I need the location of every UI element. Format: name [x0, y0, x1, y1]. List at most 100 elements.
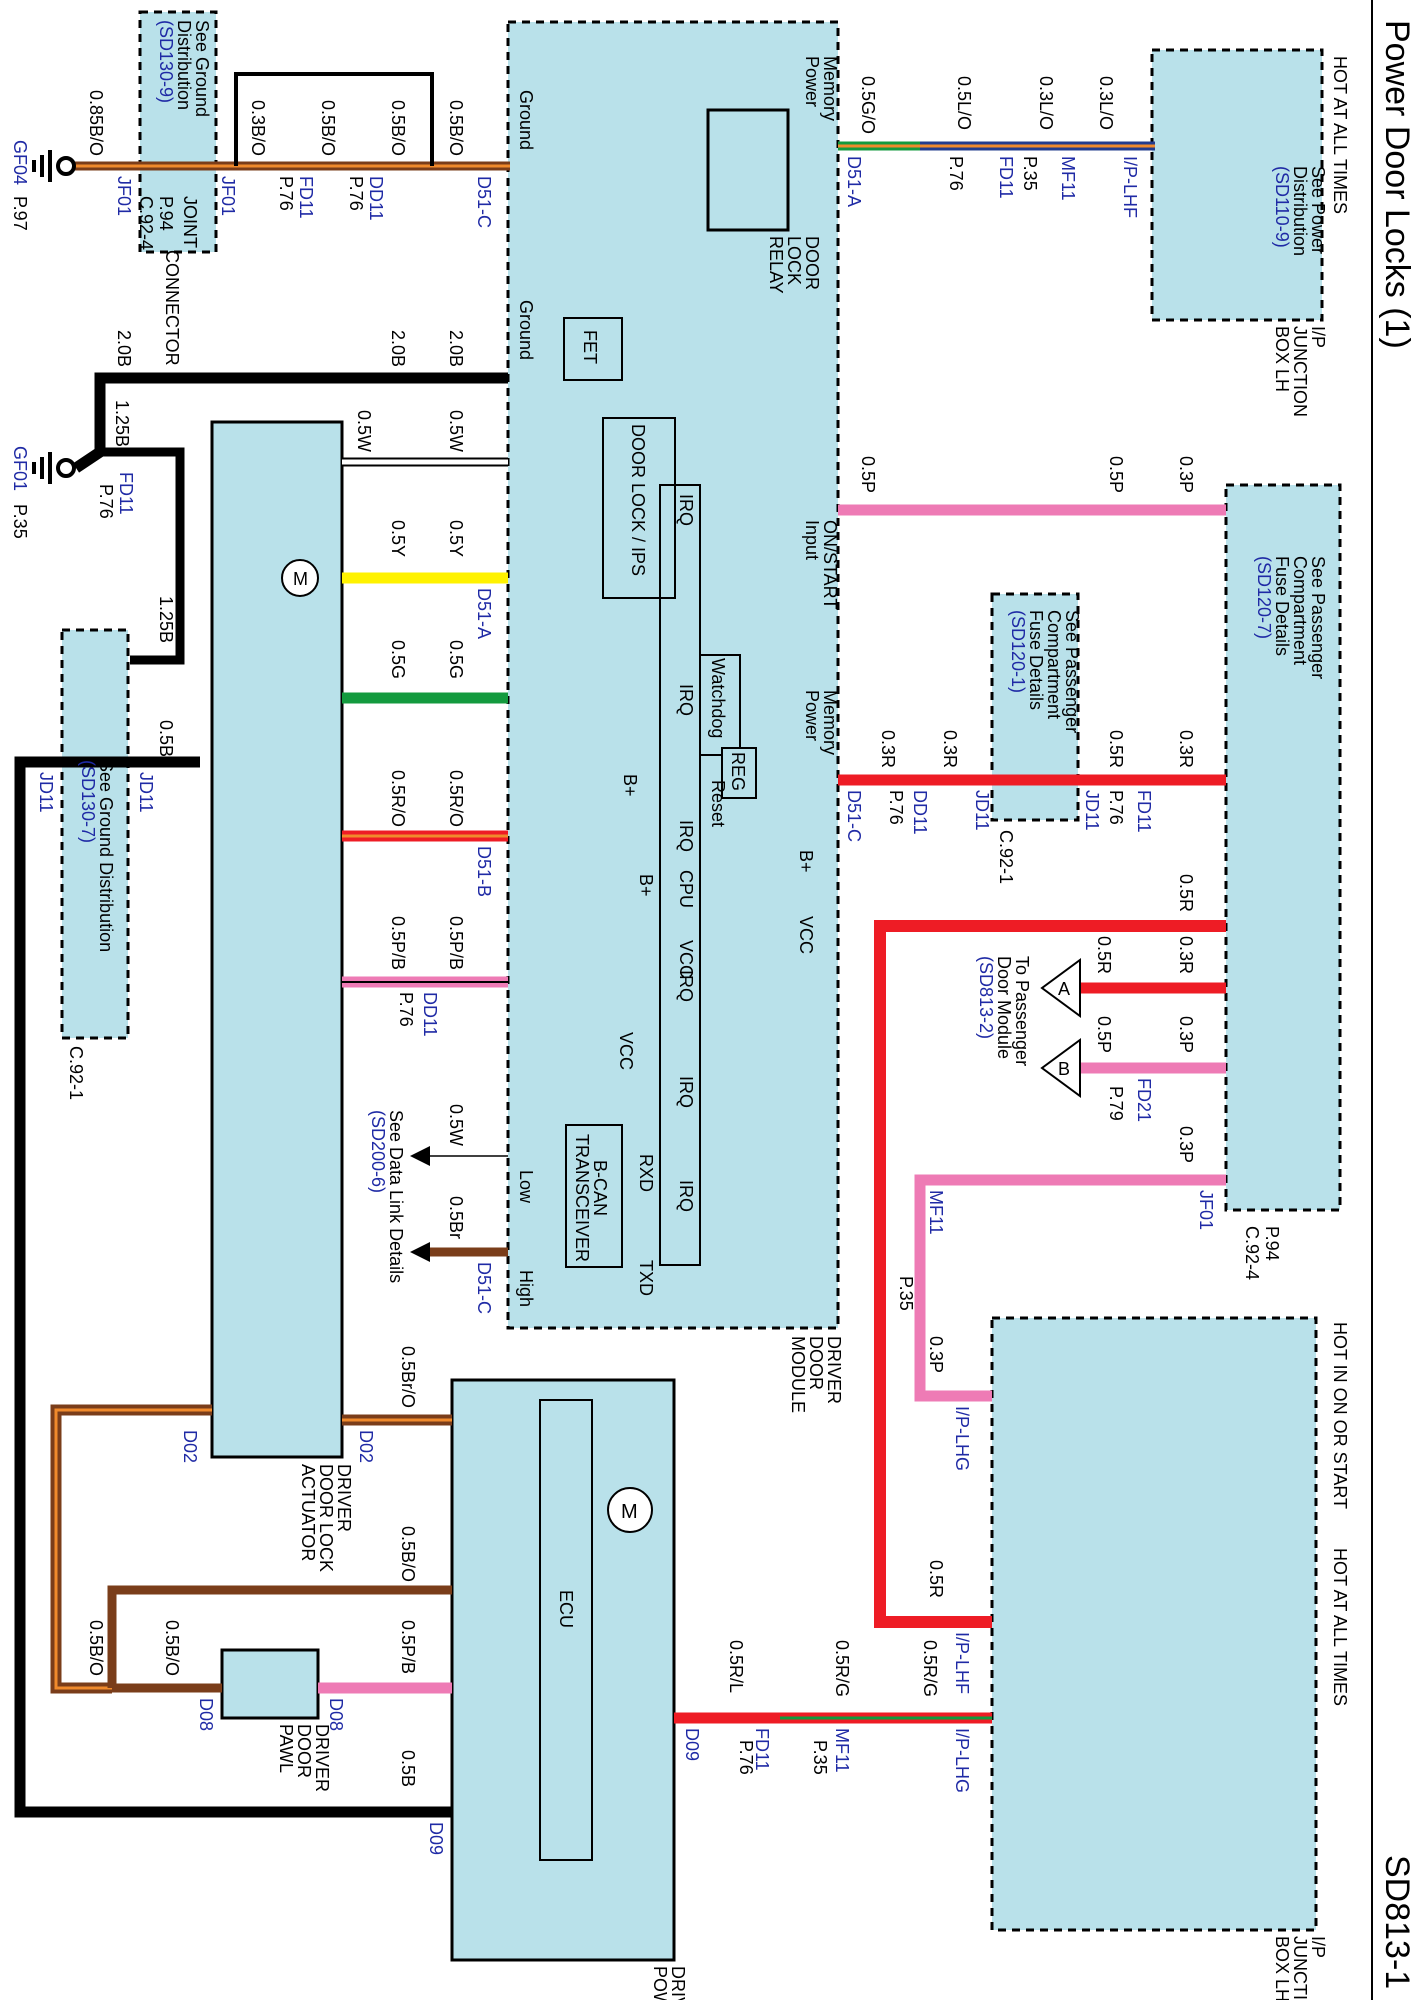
ref-p94-a: P.94 [156, 196, 176, 231]
label-reset: Reset [708, 780, 728, 827]
label-b-plus-2: B+ [796, 850, 816, 873]
ref-p76-h: P.76 [736, 1740, 756, 1775]
ref-power-dist-2: Distribution [1290, 166, 1310, 256]
conn-jf01-b: JF01 [218, 176, 238, 216]
ref-pass-fuse-1: See Passenger [1308, 556, 1328, 679]
wire-label-05W-can: 0.5W [446, 1104, 466, 1146]
label-high: High [516, 1270, 536, 1307]
arrow-a-icon: A [1040, 958, 1081, 1018]
title-driver-door-module-2: DOOR [806, 1336, 826, 1390]
conn-d51a-mid: D51-A [474, 588, 494, 639]
driver-door-module [506, 20, 840, 1330]
wire-label-05GO: 0.5G/O [858, 76, 878, 134]
wire-label-05P-b: 0.5P [1106, 456, 1126, 493]
ground-dist-box-top [138, 10, 218, 254]
wire-label-125B-a: 1.25B [112, 400, 132, 447]
conn-d51a-top: D51-A [844, 156, 864, 207]
page-code: SD813-1 [1378, 1855, 1416, 1989]
wire-label-05BO-d: 0.5B/O [398, 1526, 418, 1582]
conn-jd11-a: JD11 [136, 772, 156, 813]
title-actuator-1: DRIVER [334, 1464, 354, 1532]
conn-iplhf-a: I/P-LHF [1120, 156, 1140, 218]
conn-jf01-c: JF01 [1196, 1190, 1216, 1230]
ecu-box [539, 1399, 593, 1861]
conn-jd11-d: JD11 [1082, 790, 1102, 831]
passenger-fuse-box-right [1224, 483, 1342, 1212]
ref-data-link-2: (SD200-6) [368, 1110, 388, 1193]
wire-label-05W-a: 0.5W [354, 410, 374, 452]
title-joint-connector-1: JOINT [180, 196, 200, 248]
svg-text:B: B [1058, 1059, 1070, 1079]
ref-ground-dist-2: Distribution [174, 20, 194, 110]
ref-pass-fuse-m4: (SD120-1) [1008, 610, 1028, 693]
hot-in-on-or-start: HOT IN ON OR START [1330, 1322, 1350, 1509]
wire-label-03LO-b: 0.3L/O [1096, 76, 1116, 130]
ground-icon-gf04 [32, 150, 76, 182]
watchdog-box [699, 654, 741, 756]
ref-p76-e: P.76 [396, 992, 416, 1027]
wire-label-05B-bottom: 0.5B [398, 1750, 418, 1787]
cpu-box [659, 484, 701, 1266]
label-bcan-2: TRANSCEIVER [572, 1134, 592, 1262]
wire-20B [72, 372, 508, 473]
motor-icon-actuator: M [281, 559, 319, 597]
conn-d02-b: D02 [180, 1430, 200, 1463]
conn-d51c-mid: D51-C [844, 790, 864, 842]
ref-c921-a: C.92-1 [996, 830, 1016, 884]
label-vcc-3: VCC [616, 1032, 636, 1070]
ref-ground-dist-l2: (SD130-7) [78, 760, 98, 843]
conn-d02-a: D02 [356, 1430, 376, 1463]
title-actuator-3: ACTUATOR [298, 1464, 318, 1561]
ref-p35-d: P.35 [810, 1740, 830, 1775]
wire-label-03R-a: 0.3R [878, 730, 898, 768]
wire-label-03R-c: 0.3R [1176, 730, 1196, 768]
label-irq-5: IRQ [676, 1076, 696, 1108]
wire-label-03P-c: 0.3P [1176, 1126, 1196, 1163]
fet-box [563, 317, 623, 381]
label-relay-1: DOOR [802, 236, 822, 290]
conn-mf11-b: MF11 [926, 1190, 946, 1235]
ref-c924-b: C.92-4 [1242, 1226, 1262, 1280]
conn-gf01: GF01 [10, 446, 30, 491]
conn-jf01: JF01 [114, 176, 134, 216]
conn-jd11-c: JD11 [972, 790, 992, 831]
ref-p35-a: P.35 [1020, 156, 1040, 191]
label-ecu: ECU [556, 1590, 576, 1628]
title-latch-2: POWER [650, 1966, 670, 2000]
wire-label-05W-b: 0.5W [446, 410, 466, 452]
ref-p76-c: P.76 [946, 156, 966, 191]
conn-dd11-a: DD11 [366, 176, 386, 221]
title-ip-junction-3: BOX LH [1272, 326, 1292, 392]
wire-label-05BO-a: 0.5B/O [318, 100, 338, 156]
label-door-lock-ips: DOOR LOCK / IPS [628, 424, 648, 576]
label-bcan: B-CAN [590, 1160, 610, 1216]
ref-ground-dist-l1: See Ground Distribution [96, 760, 116, 952]
label-rxd: RXD [636, 1154, 656, 1192]
label-reg: REG [728, 752, 748, 791]
wire-label-05Br: 0.5Br [446, 1196, 466, 1239]
ref-p76-g: P.76 [1106, 790, 1126, 825]
conn-jd11-b: JD11 [36, 772, 56, 813]
conn-gf04: GF04 [10, 140, 30, 185]
wire-label-05B-top: 0.5B [156, 720, 176, 757]
title-ip-junction-b3: BOX LH [1272, 1936, 1292, 2000]
wire-label-085BO: 0.85B/O [86, 90, 106, 156]
bcan-box [565, 1124, 623, 1268]
title-pawl-3: PAWL [276, 1724, 296, 1773]
wire-label-05PB-c: 0.5P/B [398, 1620, 418, 1674]
wire-label-05G-a: 0.5G [388, 640, 408, 679]
label-relay-3: RELAY [766, 236, 786, 294]
wire-label-05PB-a: 0.5P/B [388, 916, 408, 970]
ref-pass-fuse-m1: See Passenger [1062, 610, 1082, 733]
wire-label-05R-b: 0.5R [1176, 874, 1196, 912]
wire-05BO-lower-stripe [54, 1408, 212, 1690]
wire-label-05Y-b: 0.5Y [446, 520, 466, 557]
title-ip-junction-b1: I/P [1308, 1936, 1328, 1958]
pawl-switch-box [220, 1648, 320, 1720]
label-irq-6: IRQ [676, 1180, 696, 1212]
wire-label-05LO: 0.5L/O [954, 76, 974, 130]
conn-fd11-b: FD11 [996, 156, 1016, 199]
wire-label-05R-d: 0.5R [926, 1560, 946, 1598]
datalink-arrow-icon-low [410, 1146, 430, 1166]
ref-p79: P.79 [1106, 1086, 1126, 1121]
